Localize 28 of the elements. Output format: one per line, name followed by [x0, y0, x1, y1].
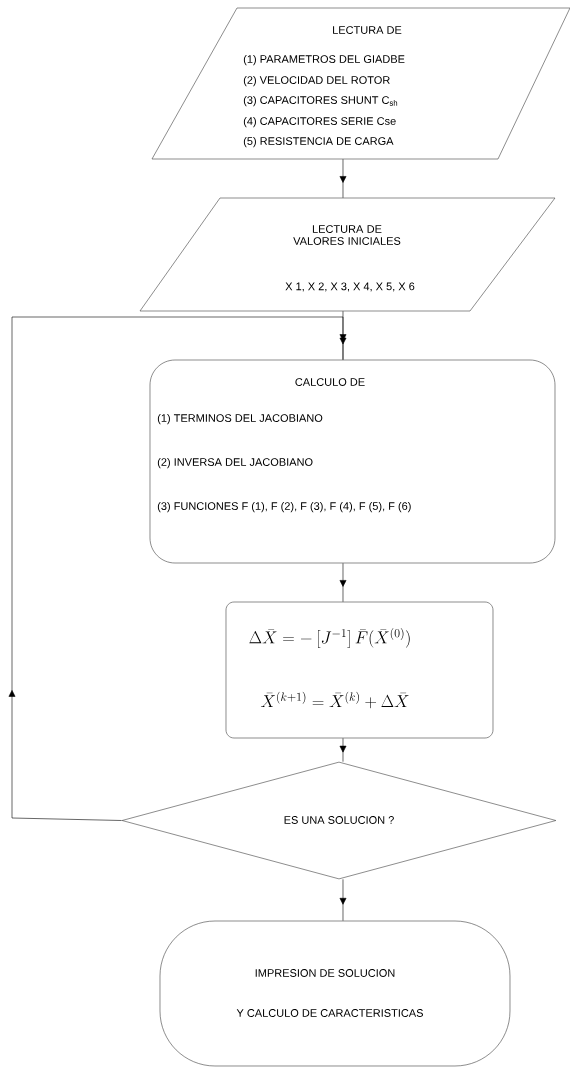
formula: $\Delta \bar{X} = -\left[J^{-1}\right]\bar{F}(\bar{X}^{(0)})$: [249, 628, 410, 648]
arrow: [8, 316, 347, 821]
heading-text: CALCULO DE: [295, 378, 365, 386]
list-item: (5) RESISTENCIA DE CARGA: [243, 136, 394, 148]
text-line: Y CALCULO DE CARACTERISTICAS: [236, 1009, 423, 1017]
formula: $\bar{X}^{(k+1)} = \bar{X}^{(k)} + \Delta \bar{X}$: [260, 691, 409, 709]
list-item: (3) FUNCIONES F (1), F (2), F (3), F (4), F (5), F (6): [157, 501, 411, 513]
arrow: [339, 563, 347, 602]
arrow: [339, 158, 347, 199]
arrow: [339, 879, 347, 921]
list-item: (4) CAPACITORES SERIE Cse: [243, 116, 396, 128]
value-list: X 1, X 2, X 3, X 4, X 5, X 6: [285, 282, 415, 292]
question-text: ES UNA SOLUCION ?: [284, 816, 394, 824]
input-parallelogram: [151, 7, 570, 160]
list-item: (2) INVERSA DEL JACOBIANO: [157, 457, 313, 469]
list-item: (1) PARAMETROS DEL GIADBE: [243, 54, 405, 66]
heading-text: LECTURA DE: [333, 26, 402, 34]
formula-box: [225, 601, 494, 739]
input-parallelogram: [139, 197, 556, 312]
arrow: [339, 738, 347, 762]
process-box: [149, 359, 556, 564]
list-item: (2) VELOCIDAD DEL ROTOR: [243, 75, 390, 87]
heading-text: LECTURA DE VALORES INICIALES: [293, 225, 401, 245]
terminal-box: [159, 920, 511, 1067]
list-item: (1) TERMINOS DEL JACOBIANO: [157, 413, 323, 425]
decision-diamond: [121, 761, 557, 880]
list-item: (3) CAPACITORES SHUNT C$_{sh}$: [243, 95, 398, 107]
text-line: IMPRESION DE SOLUCION: [255, 969, 395, 977]
